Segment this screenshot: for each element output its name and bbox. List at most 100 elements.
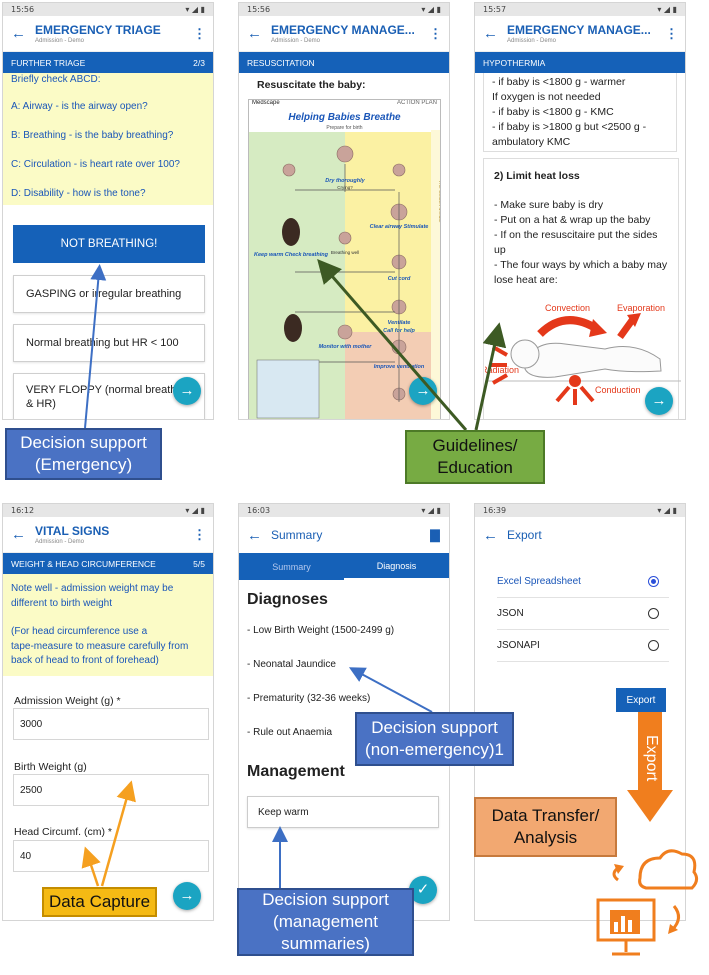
- label-evaporation: Evaporation: [617, 303, 665, 313]
- hbb-flow-diagram: Dry thoroughly Crying? Clear airway Stim…: [254, 145, 428, 419]
- status-icons: ▾ ◢ ▮: [185, 5, 205, 14]
- status-time: 16:39: [483, 506, 507, 515]
- more-vert-icon[interactable]: ⋮: [193, 25, 206, 41]
- more-vert-icon[interactable]: ⋮: [429, 25, 442, 41]
- next-fab-icon[interactable]: →: [173, 377, 201, 405]
- not-breathing-button[interactable]: NOT BREATHING!: [13, 225, 205, 263]
- birth-weight-field[interactable]: 2500: [13, 774, 209, 806]
- status-icons: ▾ ◢ ▮: [657, 5, 677, 14]
- screen-hypothermia: 15:57▾ ◢ ▮ ← EMERGENCY MANAGE...Admissio…: [474, 2, 686, 420]
- status-bar: 16:39▾ ◢ ▮: [475, 504, 685, 517]
- screen-title: VITAL SIGNS: [35, 524, 110, 538]
- management-item: Keep warm: [247, 796, 439, 828]
- note-line: different to birth weight: [11, 597, 112, 609]
- print-icon[interactable]: ▇: [430, 528, 440, 542]
- step-call-help: Call for help: [383, 328, 415, 334]
- section-title: WEIGHT & HEAD CIRCUMFERENCE: [11, 558, 156, 569]
- callout-data-capture: Data Capture: [42, 887, 157, 917]
- abcd-line: Briefly check ABCD:: [11, 74, 101, 85]
- screen-summary: 16:03▾ ◢ ▮ ← Summary ▇ Summary Diagnosis…: [238, 503, 450, 921]
- heat-line: - Put on a hat & wrap up the baby: [494, 214, 651, 226]
- callout-line: Decision support: [20, 433, 147, 452]
- next-fab-icon[interactable]: →: [173, 882, 201, 910]
- option-gasping-button[interactable]: GASPING or irregular breathing: [13, 275, 205, 313]
- callout-management-summaries: Decision support (management summaries): [237, 888, 414, 956]
- status-icons: ▾ ◢ ▮: [421, 5, 441, 14]
- step-cut-cord: Cut cord: [388, 276, 411, 282]
- note-line: [11, 611, 205, 625]
- diagnosis-item: - Prematurity (32-36 weeks): [247, 693, 371, 704]
- golden-minute-label: The Golden Minute: [437, 180, 441, 223]
- export-format-list: Excel Spreadsheet JSON JSONAPI: [475, 566, 685, 662]
- step-monitor: Monitor with mother: [319, 344, 373, 350]
- resuscitate-prompt: Resuscitate the baby:: [257, 79, 366, 91]
- tab-diagnosis[interactable]: Diagnosis: [344, 553, 449, 580]
- screen-resuscitation: 15:56▾ ◢ ▮ ← EMERGENCY MANAGE...Admissio…: [238, 2, 450, 420]
- more-vert-icon[interactable]: ⋮: [193, 526, 206, 542]
- callout-line: Guidelines/: [432, 436, 518, 455]
- screen-title: EMERGENCY MANAGE...: [271, 23, 415, 37]
- heat-loss-card: 2) Limit heat loss - Make sure baby is d…: [483, 158, 679, 419]
- radio-unselected-icon[interactable]: [648, 608, 659, 619]
- option-hr-button[interactable]: Normal breathing but HR < 100: [13, 324, 205, 362]
- format-option-excel[interactable]: Excel Spreadsheet: [497, 566, 669, 598]
- diagnosis-item: - Rule out Anaemia: [247, 727, 333, 738]
- head-circumference-field[interactable]: 40: [13, 840, 209, 872]
- format-option-json[interactable]: JSON: [497, 598, 669, 630]
- status-bar: 15:56 ▾ ◢ ▮: [239, 3, 449, 16]
- tab-summary[interactable]: Summary: [272, 561, 311, 572]
- section-header: RESUSCITATION: [239, 52, 449, 73]
- back-arrow-icon[interactable]: ←: [11, 25, 26, 42]
- next-fab-icon[interactable]: →: [409, 377, 437, 405]
- admission-weight-field[interactable]: 3000: [13, 708, 209, 740]
- back-arrow-icon[interactable]: ←: [247, 526, 262, 544]
- section-title: RESUSCITATION: [247, 57, 315, 68]
- heat-line: - Make sure baby is dry: [494, 199, 604, 211]
- radio-unselected-icon[interactable]: [648, 640, 659, 651]
- radio-selected-icon[interactable]: [648, 576, 659, 587]
- screen-title: Summary: [271, 528, 323, 542]
- next-fab-icon[interactable]: →: [645, 387, 673, 415]
- heat-line: - If on the resuscitaire put the sides: [494, 229, 658, 241]
- callout-line: Education: [437, 458, 513, 477]
- more-vert-icon[interactable]: ⋮: [665, 25, 678, 41]
- app-bar: ← Export: [475, 517, 685, 553]
- section-title: HYPOTHERMIA: [483, 57, 546, 68]
- section-page: 5/5: [193, 558, 205, 569]
- label-conduction: Conduction: [595, 385, 641, 395]
- back-arrow-icon[interactable]: ←: [483, 526, 498, 544]
- app-bar: ← Summary ▇: [239, 517, 449, 553]
- back-arrow-icon[interactable]: ←: [11, 526, 26, 543]
- diagnoses-heading: Diagnoses: [247, 591, 328, 608]
- abcd-line: A: Airway - is the airway open?: [11, 101, 148, 112]
- back-arrow-icon[interactable]: ←: [483, 25, 498, 42]
- management-heading: Management: [247, 763, 345, 780]
- export-button[interactable]: Export: [616, 688, 666, 712]
- status-time: 15:56: [247, 5, 271, 14]
- step-crying: Crying?: [337, 185, 353, 190]
- format-option-jsonapi[interactable]: JSONAPI: [497, 630, 669, 662]
- tab-bar: Summary Diagnosis: [239, 553, 449, 580]
- export-arrow-label: Export: [643, 734, 660, 782]
- screen-subtitle: Admission - Demo: [507, 38, 557, 44]
- kmc-line: - if baby is <1800 g - warmer: [492, 76, 626, 88]
- callout-decision-emergency: Decision support (Emergency): [5, 428, 162, 480]
- status-bar: 16:03▾ ◢ ▮: [239, 504, 449, 517]
- cloud-computer-icon: [596, 849, 699, 956]
- back-arrow-icon[interactable]: ←: [247, 25, 262, 42]
- note-line: tape-measure to measure carefully from: [11, 640, 189, 652]
- screen-title: EMERGENCY TRIAGE: [35, 23, 161, 37]
- kmc-line: - if baby is >1800 g but <2500 g -: [492, 121, 647, 133]
- heat-line: - The four ways by which a baby may: [494, 259, 668, 271]
- screen-subtitle: Admission - Demo: [35, 539, 85, 545]
- label-convection: Convection: [545, 303, 590, 313]
- chart-brand: Medscape: [252, 100, 280, 106]
- status-time: 15:57: [483, 5, 507, 14]
- screen-title: Export: [507, 528, 542, 542]
- heat-line: lose heat are:: [494, 274, 558, 286]
- section-header: WEIGHT & HEAD CIRCUMFERENCE 5/5: [3, 553, 213, 574]
- callout-line: Analysis: [513, 828, 578, 847]
- section-title: FURTHER TRIAGE: [11, 57, 86, 68]
